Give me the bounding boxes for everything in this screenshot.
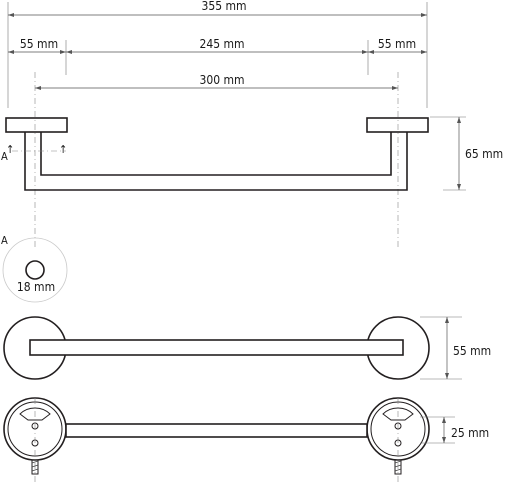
elevation-view	[3, 316, 430, 380]
overall-width-label: 355 mm	[201, 0, 246, 13]
detail-label: A	[1, 234, 8, 247]
dimension-center-distance: 300 mm	[35, 73, 398, 90]
rosette-diameter-label: 55 mm	[453, 344, 491, 358]
left-mount-clip	[19, 407, 51, 421]
towel-bar-outer	[24, 132, 408, 191]
right-mount-clip	[382, 407, 414, 421]
section-marker-left: A	[1, 150, 8, 163]
projection-depth-label: 65 mm	[465, 147, 503, 161]
towel-bar-mounted	[65, 423, 368, 438]
section-arrow-right: ↑	[59, 143, 67, 156]
bar-diameter-label: 18 mm	[17, 280, 55, 294]
mounting-view	[3, 397, 430, 485]
dimension-flanges: 55 mm 245 mm 55 mm	[8, 37, 427, 75]
dimension-mount-height: 25 mm	[420, 416, 489, 444]
left-flange-width-label: 55 mm	[20, 37, 58, 51]
inner-gap-label: 245 mm	[199, 37, 244, 51]
section-a-detail: A 18 mm	[1, 234, 68, 303]
towel-bar-inner	[40, 132, 392, 176]
right-flange	[366, 117, 429, 133]
dimension-overall-width: 355 mm	[7, 0, 428, 108]
left-flange	[5, 117, 68, 133]
bar-cross-section	[25, 260, 45, 280]
mount-height-label: 25 mm	[451, 426, 489, 440]
dimension-rosette-diameter: 55 mm	[420, 316, 491, 380]
right-flange-width-label: 55 mm	[378, 37, 416, 51]
section-arrow-left: ↑	[6, 143, 14, 156]
towel-bar-elevation	[29, 339, 404, 356]
dimension-projection-depth: 65 mm	[430, 116, 503, 191]
detail-rosette-outline	[2, 237, 68, 303]
front-view: A ↑ ↑	[1, 72, 429, 250]
center-distance-label: 300 mm	[199, 73, 244, 87]
